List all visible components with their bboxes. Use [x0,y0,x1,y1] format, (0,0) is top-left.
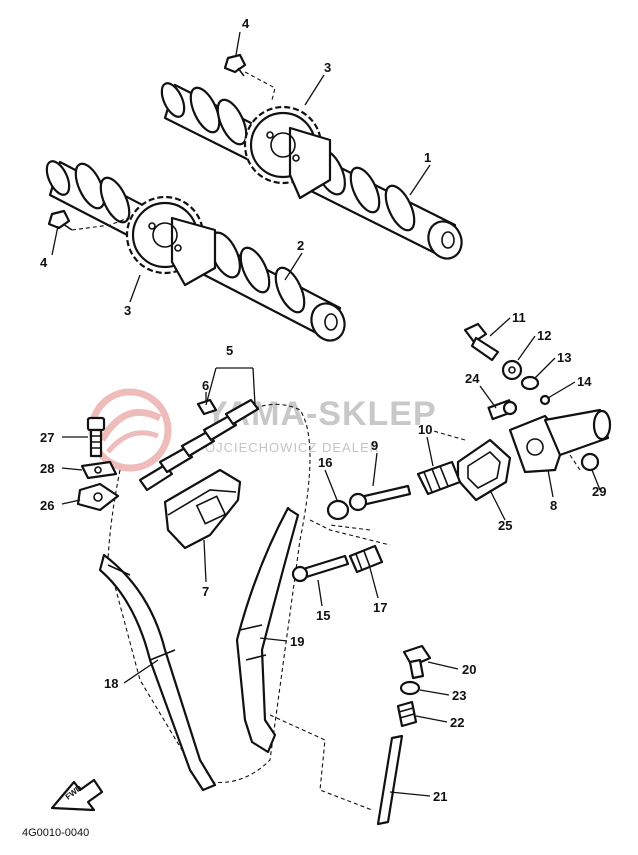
callout-label: 29 [592,484,606,499]
washer-23 [399,680,421,696]
bolt-27 [86,416,106,458]
callout-label: 10 [418,422,432,437]
sprocket-lower [125,195,217,287]
pushrod-21 [376,734,404,826]
callout-label: 1 [424,150,431,165]
callout-label: 5 [226,343,233,358]
callout-label: 2 [297,238,304,253]
bolt-11 [463,322,500,362]
pin-14 [539,394,551,406]
chain-guide-left [98,553,217,792]
callout-label: 19 [290,634,304,649]
watermark-subtext: OJCIECHOWICZ DEALER [205,440,380,455]
chain-guide-right [235,506,300,754]
callout-label: 12 [537,328,551,343]
callout-label: 11 [512,310,526,325]
nut-12 [501,359,523,381]
callouts: 1 2 3 3 4 4 5 6 7 8 9 10 11 12 13 14 15 … [40,16,606,804]
callout-label: 25 [498,518,512,533]
chain-guide-upper [163,468,242,550]
callout-label: 23 [452,688,466,703]
washer-16 [326,499,350,521]
spring-10 [416,460,462,496]
timing-chain [107,398,311,784]
callout-label: 27 [40,430,54,445]
spring-22 [396,700,418,728]
callout-label: 28 [40,461,54,476]
pushrod-leader [269,714,373,811]
callout-label: 13 [557,350,571,365]
bolt-upper [223,53,276,101]
callout-label: 26 [40,498,54,513]
tensioner-body-8 [508,408,612,474]
callout-label: 4 [242,16,250,31]
bolt-24 [487,399,518,421]
callout-label: 20 [462,662,476,677]
callout-label: 6 [202,378,209,393]
callout-label: 9 [371,438,378,453]
washer-13 [520,375,540,391]
sprocket-upper [243,105,332,200]
callout-label: 18 [104,676,118,691]
bracket-26 [76,482,120,512]
callout-label: 3 [324,60,331,75]
bolt-lower [47,209,129,231]
washer-28 [80,460,118,480]
leader-lines [51,31,601,797]
assembly-leaders [309,429,581,546]
diagram-code: 4G0010-0040 [22,827,89,839]
callout-label: 16 [318,455,332,470]
bolt-20 [402,644,432,680]
callout-label: 8 [550,498,557,513]
rod-15 [291,554,350,583]
spring-17 [348,544,384,574]
callout-label: 17 [373,600,387,615]
callout-label: 4 [40,255,48,270]
callout-label: 3 [124,303,131,318]
nut-29 [580,452,600,472]
watermark: YAMA-SKLEP OJCIECHOWICZ DEALER [88,388,436,472]
callout-label: 21 [433,789,447,804]
callout-label: 22 [450,715,464,730]
callout-label: 15 [316,608,330,623]
rod-9 [348,484,412,512]
forward-arrow-icon: FWD [50,778,104,812]
gasket-25 [456,438,512,502]
callout-label: 14 [577,374,592,389]
callout-label: 24 [465,371,480,386]
callout-label: 7 [202,584,209,599]
